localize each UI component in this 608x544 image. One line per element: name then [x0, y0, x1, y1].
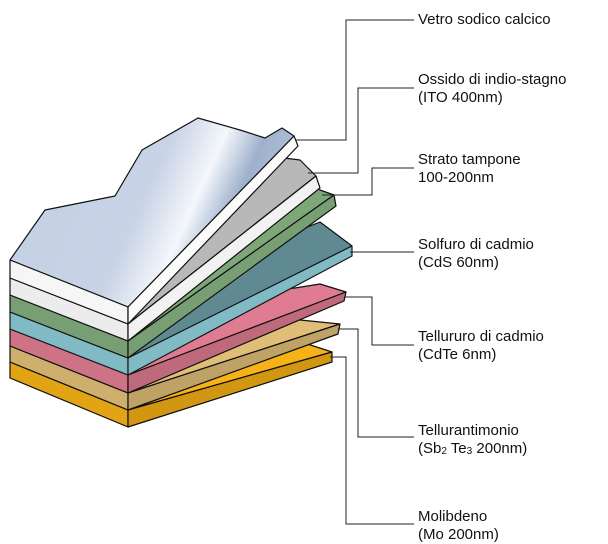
leader-glass [296, 19, 414, 141]
leader-ito [308, 87, 414, 174]
leader-mo [330, 356, 414, 525]
layer-ito-front [127, 175, 321, 342]
label-cds-detail: (CdS 60nm) [418, 254, 499, 271]
label-mo: Molibdeno (Mo 200nm) [418, 508, 499, 544]
label-cds-name: Solfuro di cadmio [418, 236, 534, 253]
label-mo-detail: (Mo 200nm) [418, 526, 499, 543]
leader-lines [296, 19, 414, 525]
label-sbte-name: Tellurantimonio [418, 422, 519, 439]
label-cds: Solfuro di cadmio (CdS 60nm) [418, 236, 534, 272]
layer-cdte-front [127, 291, 347, 394]
label-ito-detail: (ITO 400nm) [418, 89, 503, 106]
label-cdte: Tellururo di cadmio (CdTe 6nm) [418, 328, 544, 364]
label-sbte-detail: (Sb2 Te3 200nm) [418, 440, 528, 457]
leader-buffer [322, 167, 414, 196]
leader-cdte [345, 296, 414, 346]
leader-sbte [338, 328, 414, 438]
label-cdte-name: Tellururo di cadmio [418, 328, 544, 345]
layer-buffer-front [127, 194, 337, 359]
layer-cds-front [127, 245, 353, 376]
label-buffer-detail: 100-200nm [418, 169, 494, 186]
label-buffer-name: Strato tampone [418, 151, 521, 168]
layer-sbte-front [127, 323, 341, 411]
label-glass-name: Vetro sodico calcico [418, 11, 551, 28]
label-buffer: Strato tampone 100-200nm [418, 151, 521, 187]
label-mo-name: Molibdeno [418, 508, 488, 525]
layer-glass [9, 117, 299, 325]
label-ito: Ossido di indio-stagno (ITO 400nm) [418, 71, 566, 107]
label-glass: Vetro sodico calcico [418, 11, 551, 29]
layer-glass-front [127, 135, 299, 325]
label-cdte-detail: (CdTe 6nm) [418, 346, 497, 363]
label-sbte: Tellurantimonio (Sb2 Te3 200nm) [418, 422, 527, 461]
layer-mo-front [127, 351, 333, 428]
label-ito-name: Ossido di indio-stagno [418, 71, 567, 88]
